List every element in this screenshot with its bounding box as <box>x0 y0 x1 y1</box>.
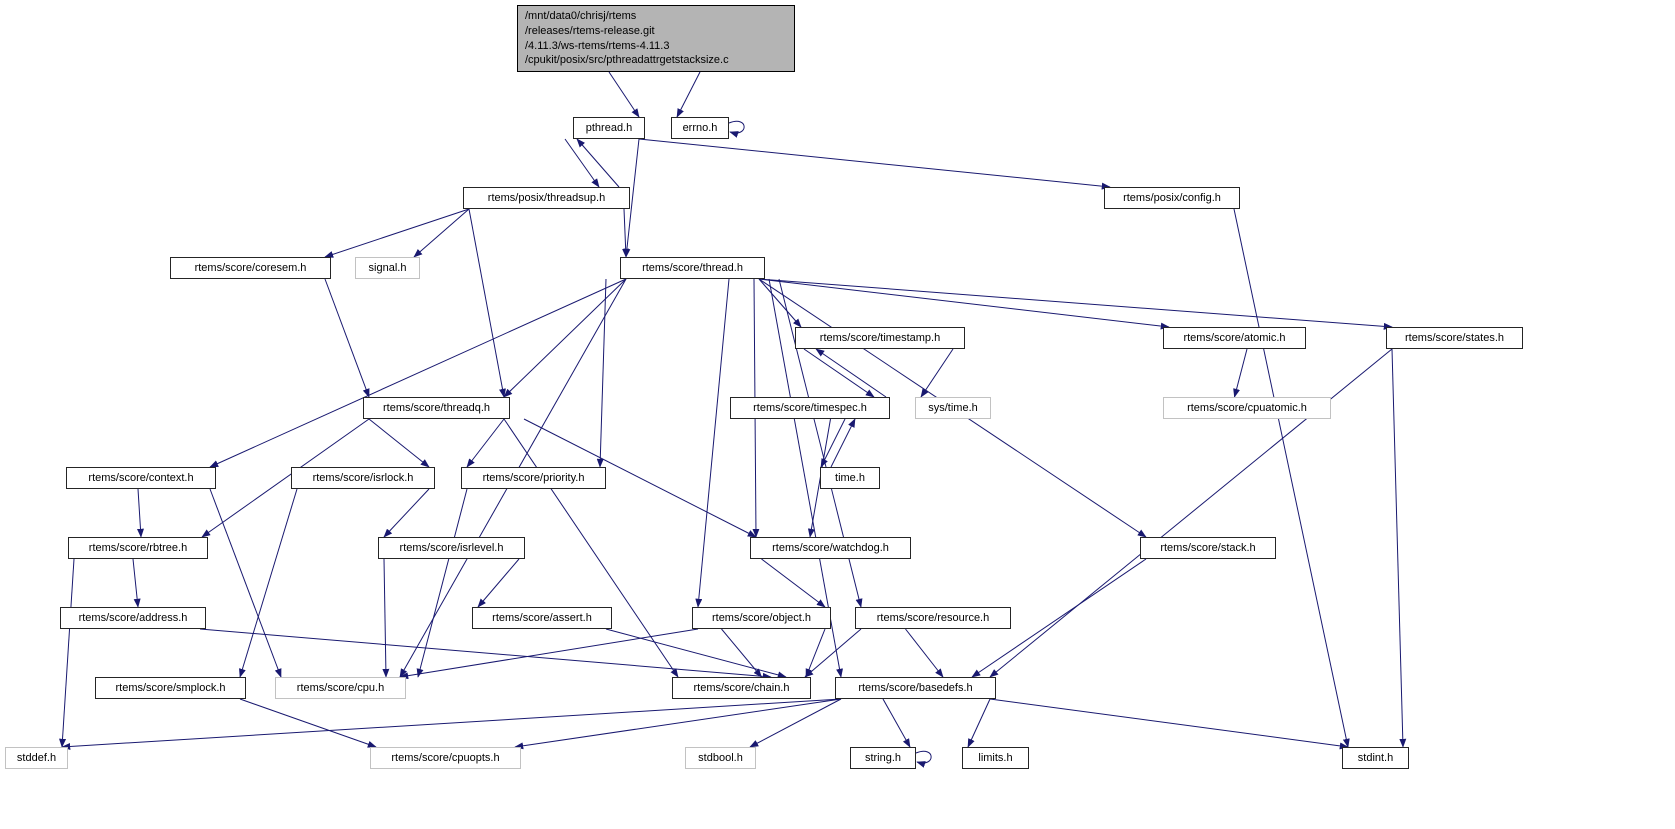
graph-node-limits[interactable]: limits.h <box>962 747 1029 769</box>
include-edge-resource-basedefs <box>905 628 944 678</box>
include-edge-object-basedefs <box>805 628 826 678</box>
include-edge-isrlock-smplock <box>239 488 298 678</box>
include-edge-threadsup-threadq <box>468 208 506 398</box>
include-edge-threadsup-signal <box>413 208 470 258</box>
graph-node-chain[interactable]: rtems/score/chain.h <box>672 677 811 699</box>
graph-node-threadq[interactable]: rtems/score/threadq.h <box>363 397 510 419</box>
graph-node-string[interactable]: string.h <box>850 747 916 769</box>
include-edge-errno-errno <box>728 120 745 138</box>
include-edge-thread-priority <box>596 278 607 468</box>
graph-node-object[interactable]: rtems/score/object.h <box>692 607 831 629</box>
include-edge-rbtree-address <box>132 558 141 608</box>
include-edge-priority-cpu <box>416 488 468 678</box>
include-edge-basedefs-stdint <box>989 698 1349 750</box>
graph-node-assert[interactable]: rtems/score/assert.h <box>472 607 612 629</box>
include-edge-object-chain <box>721 628 763 678</box>
graph-node-basedefs[interactable]: rtems/score/basedefs.h <box>835 677 996 699</box>
include-edge-threadsup-thread <box>622 208 630 258</box>
include-edge-string-string <box>915 750 932 768</box>
include-edge-basedefs-stddef <box>61 698 842 750</box>
include-edge-basedefs-cpuopts <box>514 698 842 750</box>
include-edge-thread-states <box>758 278 1393 330</box>
include-edge-c-errno <box>676 71 701 118</box>
include-edge-basedefs-string <box>882 698 911 748</box>
graph-node-address[interactable]: rtems/score/address.h <box>60 607 206 629</box>
include-edge-smplock-cpuopts <box>239 698 377 748</box>
graph-node-watchdog[interactable]: rtems/score/watchdog.h <box>750 537 911 559</box>
include-edge-config-stdint <box>1233 208 1350 748</box>
include-edge-threadq-chain <box>503 418 679 678</box>
graph-node-isrlock[interactable]: rtems/score/isrlock.h <box>291 467 435 489</box>
graph-node-atomic[interactable]: rtems/score/atomic.h <box>1163 327 1306 349</box>
graph-node-timespec[interactable]: rtems/score/timespec.h <box>730 397 890 419</box>
graph-node-rbtree[interactable]: rtems/score/rbtree.h <box>68 537 208 559</box>
include-edge-basedefs-limits <box>967 698 991 748</box>
graph-node-stdint[interactable]: stdint.h <box>1342 747 1409 769</box>
include-edge-isrlevel-cpu <box>382 558 390 678</box>
graph-node-resource[interactable]: rtems/score/resource.h <box>855 607 1011 629</box>
graph-node-cpuatomic[interactable]: rtems/score/cpuatomic.h <box>1163 397 1331 419</box>
graph-node-cpuopts[interactable]: rtems/score/cpuopts.h <box>370 747 521 769</box>
graph-node-config[interactable]: rtems/posix/config.h <box>1104 187 1240 209</box>
include-edge-pthread-threadsup <box>564 138 600 188</box>
include-edge-context-rbtree <box>136 488 144 538</box>
include-edge-resource-chain <box>804 628 862 678</box>
graph-node-thread[interactable]: rtems/score/thread.h <box>620 257 765 279</box>
include-edge-assert-basedefs <box>605 628 787 679</box>
include-edge-thread-threadq <box>503 278 627 398</box>
graph-node-stack[interactable]: rtems/score/stack.h <box>1140 537 1276 559</box>
graph-node-states[interactable]: rtems/score/states.h <box>1386 327 1523 349</box>
include-edge-thread-timestamp <box>758 278 802 328</box>
include-edge-watchdog-object <box>761 558 826 608</box>
include-edge-pthread-config <box>638 138 1111 190</box>
graph-node-timestamp[interactable]: rtems/score/timestamp.h <box>795 327 965 349</box>
include-edge-atomic-cpuatomic <box>1233 348 1248 398</box>
graph-node-smplock[interactable]: rtems/score/smplock.h <box>95 677 246 699</box>
graph-node-signal[interactable]: signal.h <box>355 257 420 279</box>
include-edge-context-cpu <box>209 488 282 678</box>
include-edge-coresem-threadq <box>324 278 370 398</box>
include-edge-isrlevel-assert <box>477 558 520 608</box>
include-edge-object-cpu <box>399 628 699 680</box>
include-edge-thread-atomic <box>758 278 1170 330</box>
include-edge-thread-context <box>209 278 627 468</box>
graph-node-context[interactable]: rtems/score/context.h <box>66 467 216 489</box>
graph-node-priority[interactable]: rtems/score/priority.h <box>461 467 606 489</box>
graph-node-cpu[interactable]: rtems/score/cpu.h <box>275 677 406 699</box>
include-edge-thread-object <box>695 278 730 608</box>
include-edge-basedefs-stdbool <box>749 698 842 748</box>
graph-node-coresem[interactable]: rtems/score/coresem.h <box>170 257 331 279</box>
root-file-node: /mnt/data0/chrisj/rtems /releases/rtems-… <box>517 5 795 72</box>
include-edge-threadq-priority <box>466 418 505 468</box>
include-edge-timestamp-systime <box>920 348 954 398</box>
include-edge-c-pthread <box>608 71 640 118</box>
include-edge-rbtree-stddef <box>59 558 75 748</box>
graph-node-stdbool[interactable]: stdbool.h <box>685 747 756 769</box>
include-edge-threadsup-coresem <box>324 208 470 258</box>
include-edge-threadq-isrlock <box>368 418 430 468</box>
graph-node-systime[interactable]: sys/time.h <box>915 397 991 419</box>
include-edge-isrlock-isrlevel <box>383 488 430 538</box>
include-edge-timespec-timestamp <box>815 348 887 398</box>
graph-node-time[interactable]: time.h <box>820 467 880 489</box>
include-edge-states-stdint <box>1391 348 1407 748</box>
graph-node-stddef[interactable]: stddef.h <box>5 747 68 769</box>
graph-node-isrlevel[interactable]: rtems/score/isrlevel.h <box>378 537 525 559</box>
include-edge-time-timespec <box>830 418 856 468</box>
include-edge-threadsup-pthread <box>576 138 620 188</box>
graph-node-pthread[interactable]: pthread.h <box>573 117 645 139</box>
include-edge-timespec-time <box>820 418 846 468</box>
graph-node-errno[interactable]: errno.h <box>671 117 729 139</box>
graph-node-threadsup[interactable]: rtems/posix/threadsup.h <box>463 187 630 209</box>
include-edge-timestamp-timespec <box>803 348 875 398</box>
include-edge-address-basedefs <box>199 628 772 680</box>
